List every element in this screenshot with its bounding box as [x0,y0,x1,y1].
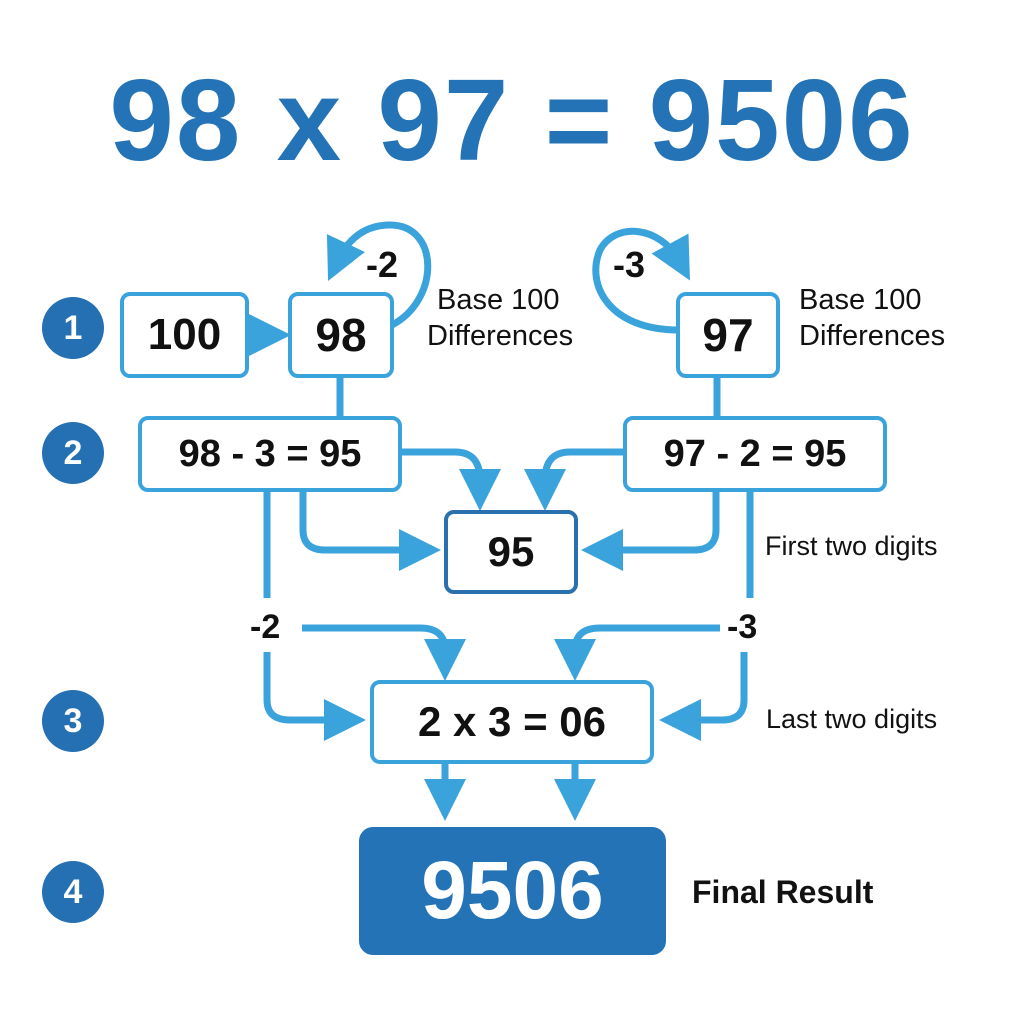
last-two-digits-label: Last two digits [766,704,938,734]
final-result-box: 9506 [359,827,666,955]
base-100-box: 100 [120,292,249,378]
diff-minus-3-top: -3 [613,244,646,285]
left-base-label-line2: Differences [427,320,574,353]
right-base-label-line2: Differences [799,320,946,353]
right-base-label-line1: Base 100 [799,284,922,316]
diff-minus-2-mid: -2 [250,608,281,646]
right-cross-subtract-box: 97 - 2 = 95 [623,416,887,492]
number-97-box: 97 [676,292,780,378]
step-badge-4: 4 [42,861,104,923]
left-base-label-line1: Base 100 [437,284,560,316]
step-badge-1: 1 [42,297,104,359]
diff-minus-3-mid: -3 [727,608,758,646]
step-badge-3: 3 [42,690,104,752]
right-base-label: Base 100 Differences [799,282,945,355]
diff-minus-2-top: -2 [366,244,399,285]
equation-title: 98 x 97 = 9506 [109,55,915,185]
left-cross-subtract-box: 98 - 3 = 95 [138,416,402,492]
number-98-box: 98 [288,292,394,378]
final-result-label: Final Result [692,874,874,910]
left-base-label: Base 100 Differences [427,282,573,355]
step-badge-2: 2 [42,422,104,484]
first-two-digits-label: First two digits [765,531,938,561]
product-of-differences-box: 2 x 3 = 06 [370,680,654,764]
first-two-digits-box: 95 [444,510,578,594]
